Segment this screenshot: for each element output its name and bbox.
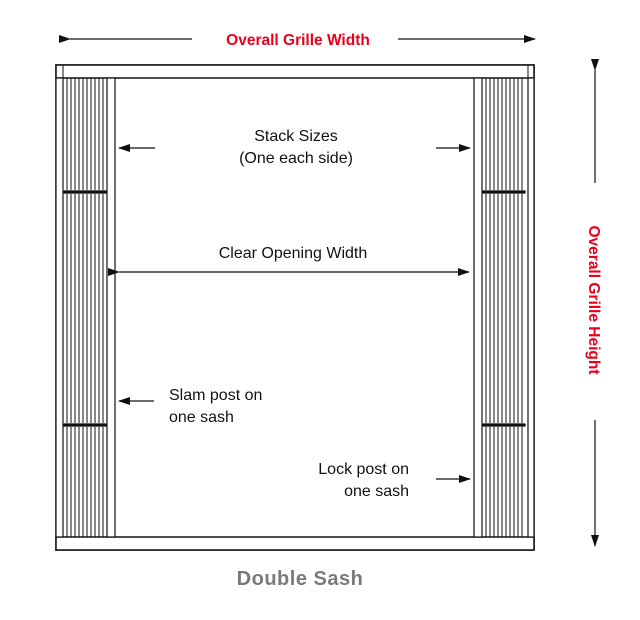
lock-post-label: Lock post on xyxy=(318,461,409,478)
clear-opening-label: Clear Opening Width xyxy=(219,245,368,262)
overall-width-label: Overall Grille Width xyxy=(226,32,370,49)
bottom-rail xyxy=(55,536,535,551)
slam-post-label: Slam post on xyxy=(169,387,262,404)
lock-post xyxy=(473,77,483,538)
slam-post-sublabel: one sash xyxy=(169,409,234,426)
slam-post xyxy=(106,77,116,538)
left-stack-rivets xyxy=(63,190,107,427)
right-post xyxy=(527,77,535,538)
left-post xyxy=(55,77,64,538)
left-stack xyxy=(66,77,116,538)
overall-height-label: Overall Grille Height xyxy=(585,225,602,374)
right-stack xyxy=(473,77,523,538)
top-rail xyxy=(55,64,535,79)
stack-sizes-label: Stack Sizes xyxy=(254,128,338,145)
right-stack-rivets xyxy=(482,190,526,427)
lock-post-sublabel: one sash xyxy=(344,483,409,500)
stack-sizes-sublabel: (One each side) xyxy=(239,150,353,167)
diagram-caption: Double Sash xyxy=(237,568,364,590)
